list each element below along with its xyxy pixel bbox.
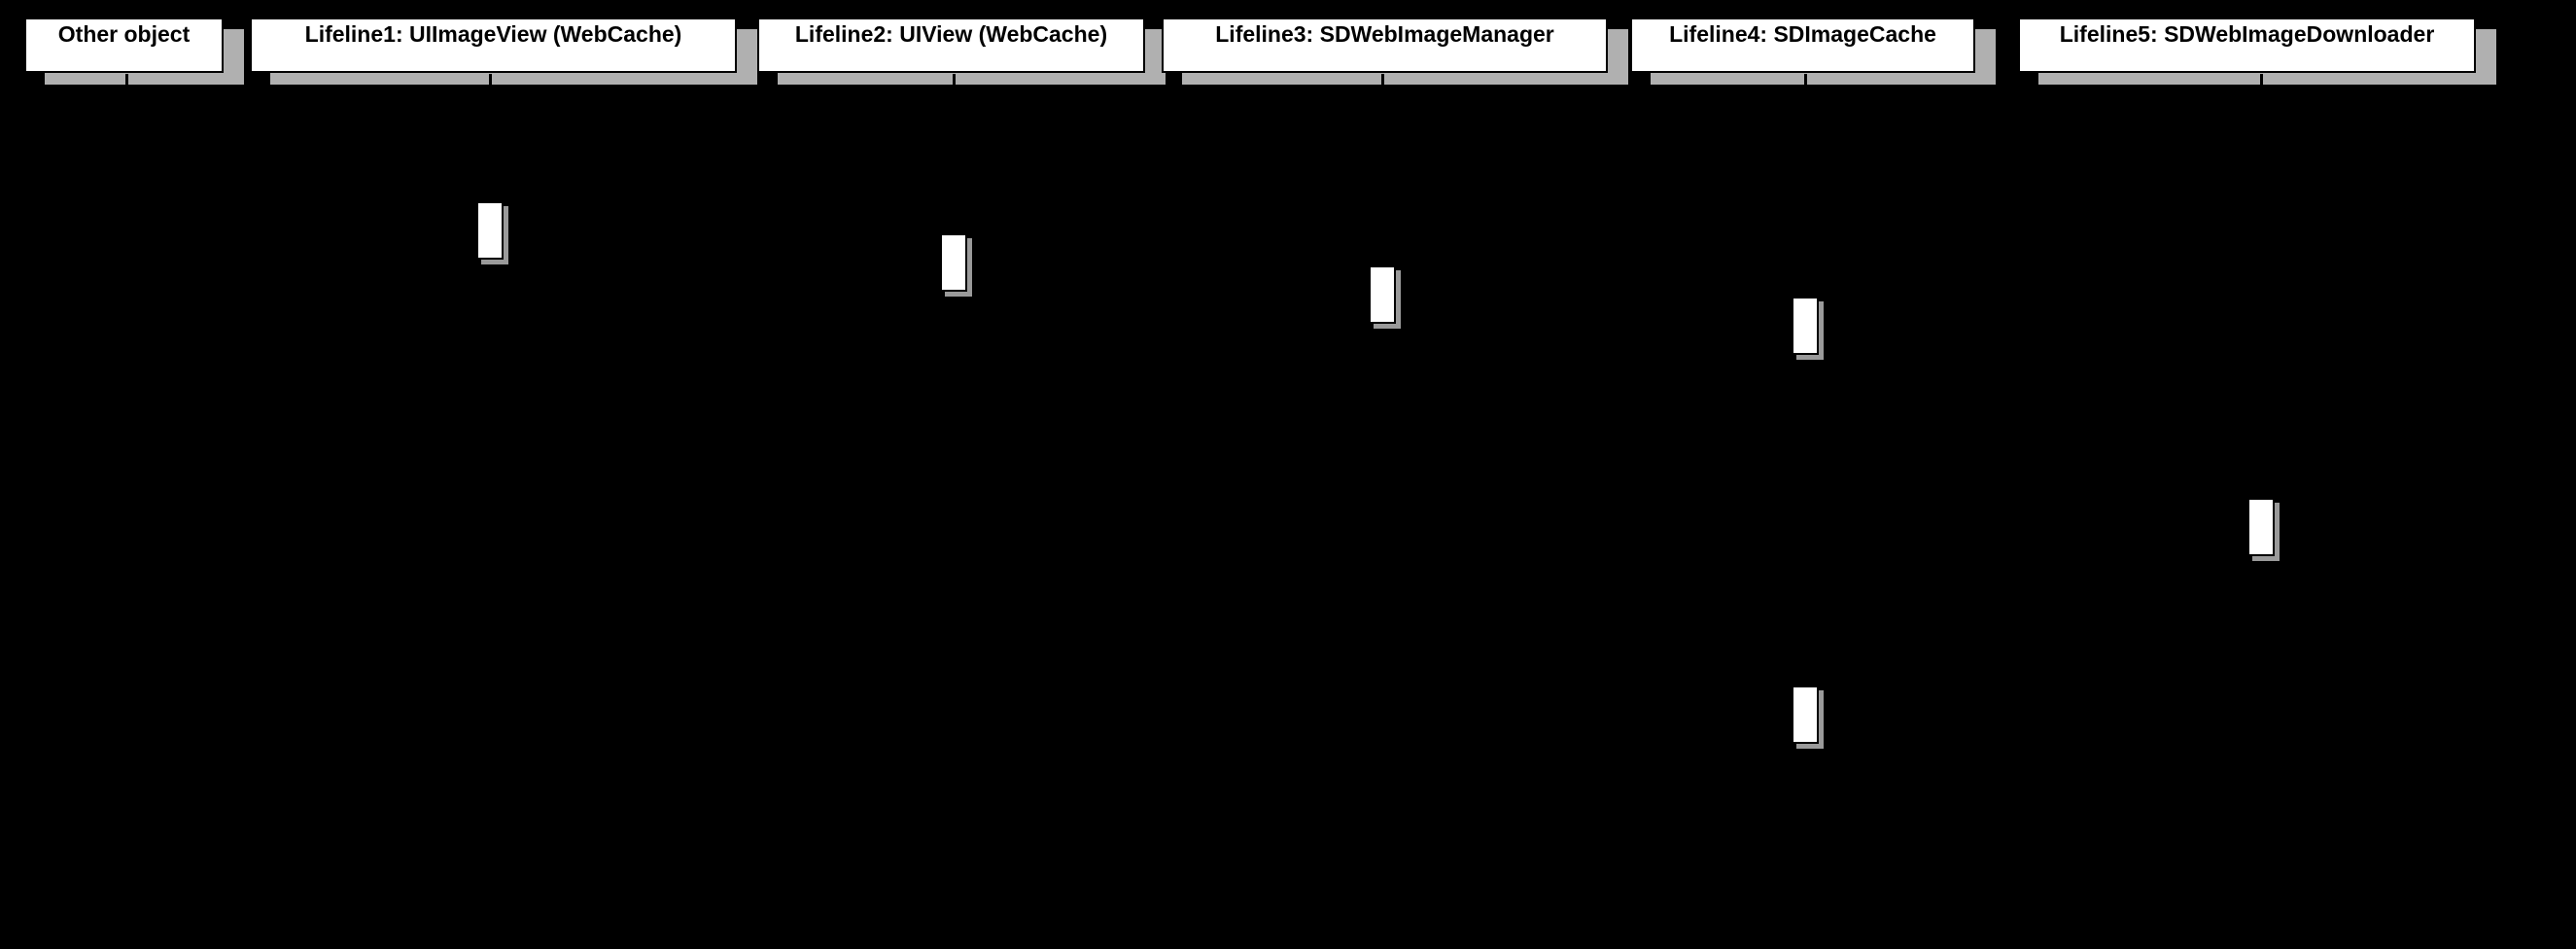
lifeline-header-box-lifeline4[interactable]: Lifeline4: SDImageCache	[1630, 18, 1975, 73]
lifeline-axis-tick	[125, 74, 128, 95]
lifeline-label: Other object	[57, 21, 191, 47]
lifeline-axis-tick	[1804, 74, 1807, 95]
lifeline-axis-tick	[2260, 74, 2263, 95]
lifeline-header-box-lifeline5[interactable]: Lifeline5: SDWebImageDownloader	[2018, 18, 2476, 73]
lifeline-header-box-other-object[interactable]: Other object	[24, 18, 224, 73]
activation-bar-lifeline4-2[interactable]	[1792, 685, 1819, 744]
lifeline-header-box-lifeline2[interactable]: Lifeline2: UIView (WebCache)	[757, 18, 1145, 73]
activation-bar-lifeline4-1[interactable]	[1792, 297, 1819, 355]
activation-bar-lifeline1-1[interactable]	[476, 201, 504, 260]
lifeline-header-box-lifeline1[interactable]: Lifeline1: UIImageView (WebCache)	[250, 18, 737, 73]
activation-bar-lifeline3-1[interactable]	[1369, 265, 1396, 324]
lifeline-header-box-lifeline3[interactable]: Lifeline3: SDWebImageManager	[1162, 18, 1608, 73]
lifeline-label: Lifeline2: UIView (WebCache)	[794, 21, 1108, 47]
activation-bar-lifeline2-1[interactable]	[940, 233, 967, 292]
lifeline-axis-tick	[953, 74, 956, 95]
lifeline-label: Lifeline3: SDWebImageManager	[1215, 21, 1554, 47]
lifeline-label: Lifeline5: SDWebImageDownloader	[2059, 21, 2435, 47]
activation-bar-lifeline5-1[interactable]	[2247, 498, 2275, 556]
lifeline-label: Lifeline1: UIImageView (WebCache)	[304, 21, 682, 47]
lifeline-axis-tick	[489, 74, 492, 95]
lifeline-axis-tick	[1381, 74, 1384, 95]
lifeline-label: Lifeline4: SDImageCache	[1669, 21, 1936, 47]
